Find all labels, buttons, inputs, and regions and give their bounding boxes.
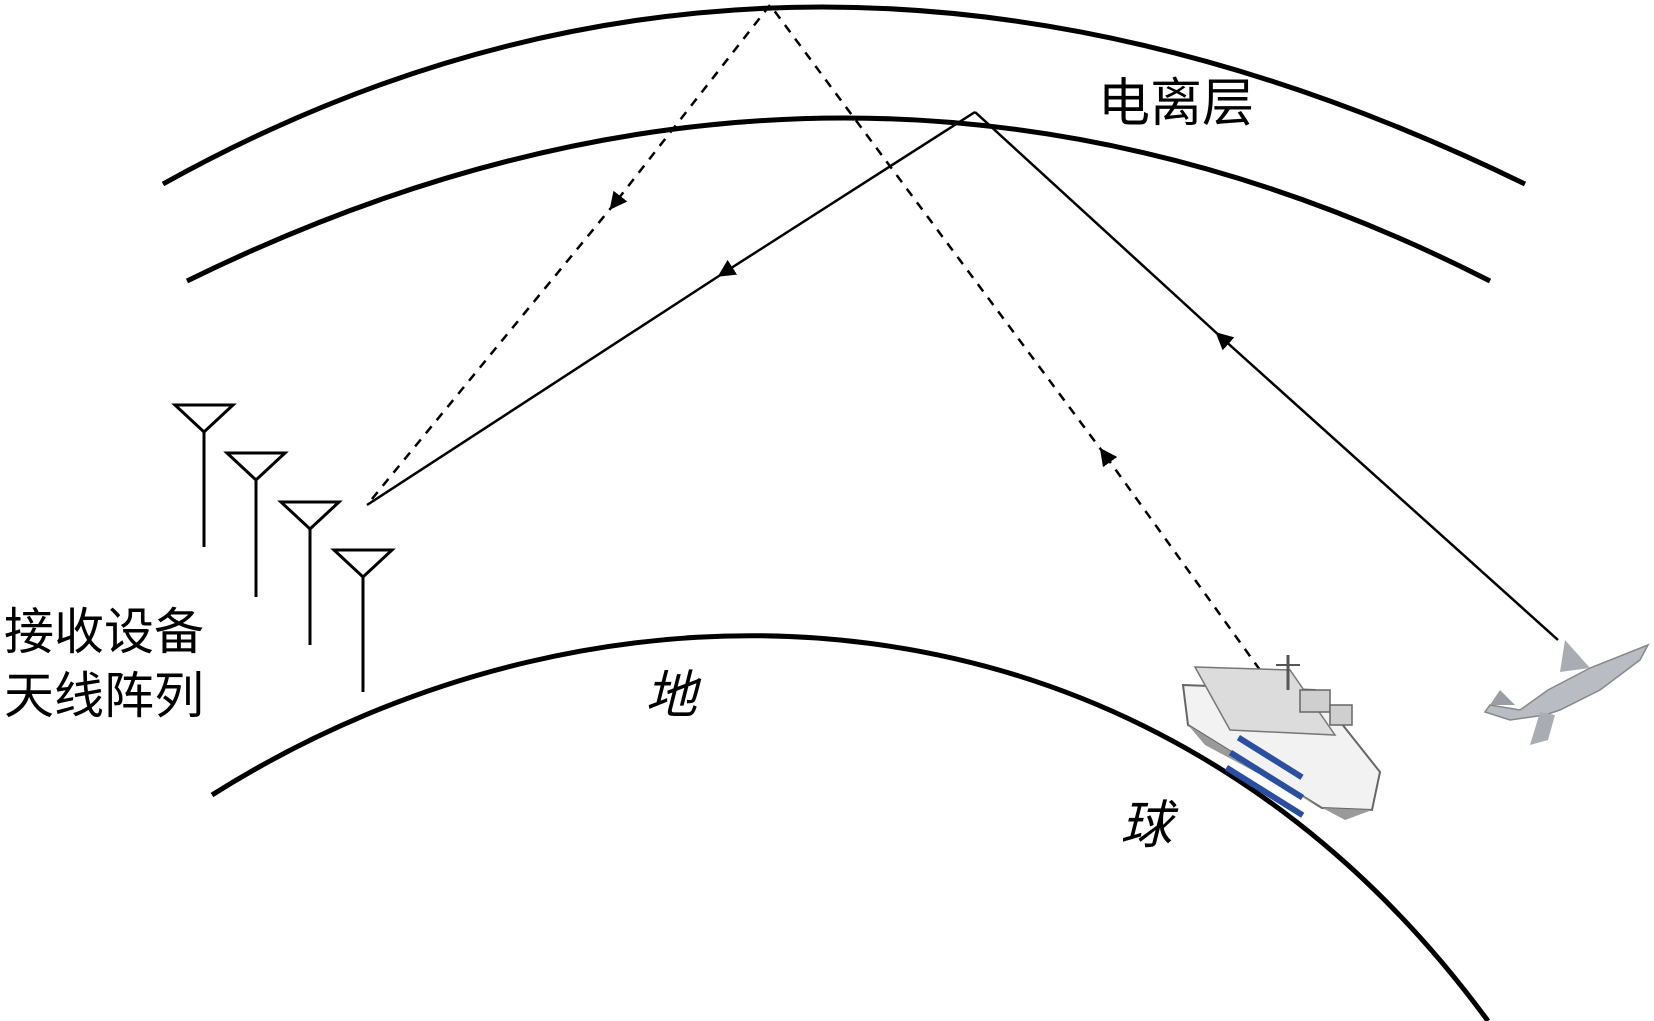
receiver-label-line1: 接收设备 <box>4 603 204 661</box>
ionosphere-label: 电离层 <box>1098 74 1255 134</box>
ship-downlink-dashed-2 <box>366 202 616 506</box>
ship-downlink-dashed-1 <box>609 4 771 210</box>
ship-uplink-dashed-2 <box>768 4 1107 456</box>
ship-icon <box>1181 655 1382 820</box>
antenna-icon <box>330 548 396 692</box>
ionosphere-lower-arc <box>185 115 1492 284</box>
earth-label-char2: 球 <box>1120 796 1173 856</box>
ship-uplink-dashed-1 <box>1099 447 1262 671</box>
fighter-jet-icon <box>1483 640 1650 745</box>
aircraft-uplink-solid-1 <box>1215 332 1559 641</box>
antenna-icon <box>223 451 289 597</box>
aircraft-downlink-solid-1 <box>717 110 976 277</box>
ionosphere-upper-arc <box>161 4 1527 187</box>
antenna-icon <box>277 500 343 645</box>
receiver-label-line2: 天线阵列 <box>4 667 204 725</box>
aircraft-downlink-solid-2 <box>366 270 726 507</box>
receiver-antenna-array-label: 接收设备 天线阵列 <box>4 600 204 728</box>
aircraft-uplink-solid-2 <box>974 111 1223 339</box>
antenna-icon <box>171 403 237 547</box>
antenna-array <box>171 403 396 692</box>
earth-surface-arc <box>210 633 1491 1021</box>
earth-label-char1: 地 <box>645 666 698 726</box>
